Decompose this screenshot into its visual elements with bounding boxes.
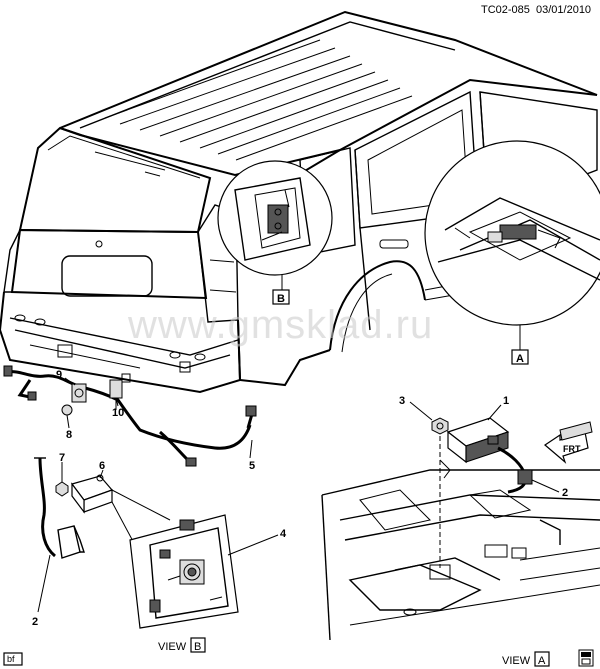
watermark-text: www.gmsklad.ru bbox=[127, 303, 433, 347]
footer-tag-text: bf bbox=[7, 654, 15, 664]
diagram-date: 03/01/2010 bbox=[536, 4, 591, 16]
footer-tag: bf bbox=[3, 652, 23, 666]
module-assembly-left bbox=[34, 457, 171, 559]
view-a-label: VIEW A bbox=[502, 651, 550, 667]
view-b-letter: B bbox=[194, 641, 201, 653]
detail-circle-b: B bbox=[217, 160, 333, 305]
print-icon bbox=[578, 649, 594, 667]
view-b-prefix: VIEW bbox=[158, 641, 187, 653]
callout-10: 10 bbox=[112, 407, 124, 419]
view-a-prefix: VIEW bbox=[502, 655, 531, 667]
view-b-label: VIEW B bbox=[158, 637, 206, 653]
detail-circle-a: A bbox=[424, 140, 600, 365]
callout-4: 4 bbox=[280, 528, 287, 540]
callout-6: 6 bbox=[99, 460, 105, 472]
harness-assembly bbox=[3, 365, 257, 467]
diagram-code: TC02-085 bbox=[481, 4, 530, 16]
callout-1: 1 bbox=[503, 395, 509, 407]
floor-assembly-right: FRT bbox=[321, 417, 600, 641]
view-b-detail bbox=[129, 514, 239, 629]
view-marker-b: B bbox=[277, 293, 285, 305]
callout-leaders bbox=[37, 377, 560, 613]
callout-2-right: 2 bbox=[562, 487, 568, 499]
callout-8: 8 bbox=[66, 429, 72, 441]
callout-2-left: 2 bbox=[32, 616, 38, 628]
callout-5: 5 bbox=[249, 460, 255, 472]
view-a-letter: A bbox=[538, 655, 546, 667]
forward-arrow-label: FRT bbox=[563, 444, 581, 454]
callout-3: 3 bbox=[399, 395, 405, 407]
callout-7: 7 bbox=[59, 452, 65, 464]
view-marker-a: A bbox=[516, 353, 524, 365]
callout-9: 9 bbox=[56, 369, 62, 381]
